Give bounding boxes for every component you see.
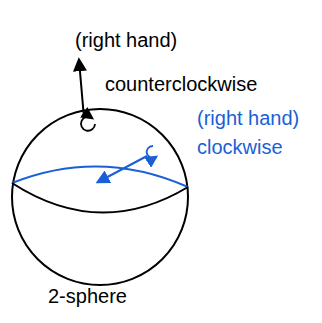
sphere-outline — [12, 109, 188, 285]
figure-caption: 2-sphere — [48, 284, 188, 308]
equator-front — [12, 183, 188, 213]
normal-arrow — [98, 156, 147, 182]
rotation-label: (right hand) counterclockwise — [105, 18, 315, 106]
normal-arrow — [79, 60, 84, 118]
rotation-curl — [81, 117, 95, 131]
rotation-label: (right hand) clockwise — [197, 104, 317, 162]
rotation-curl — [147, 146, 156, 158]
equator-back — [12, 166, 188, 187]
